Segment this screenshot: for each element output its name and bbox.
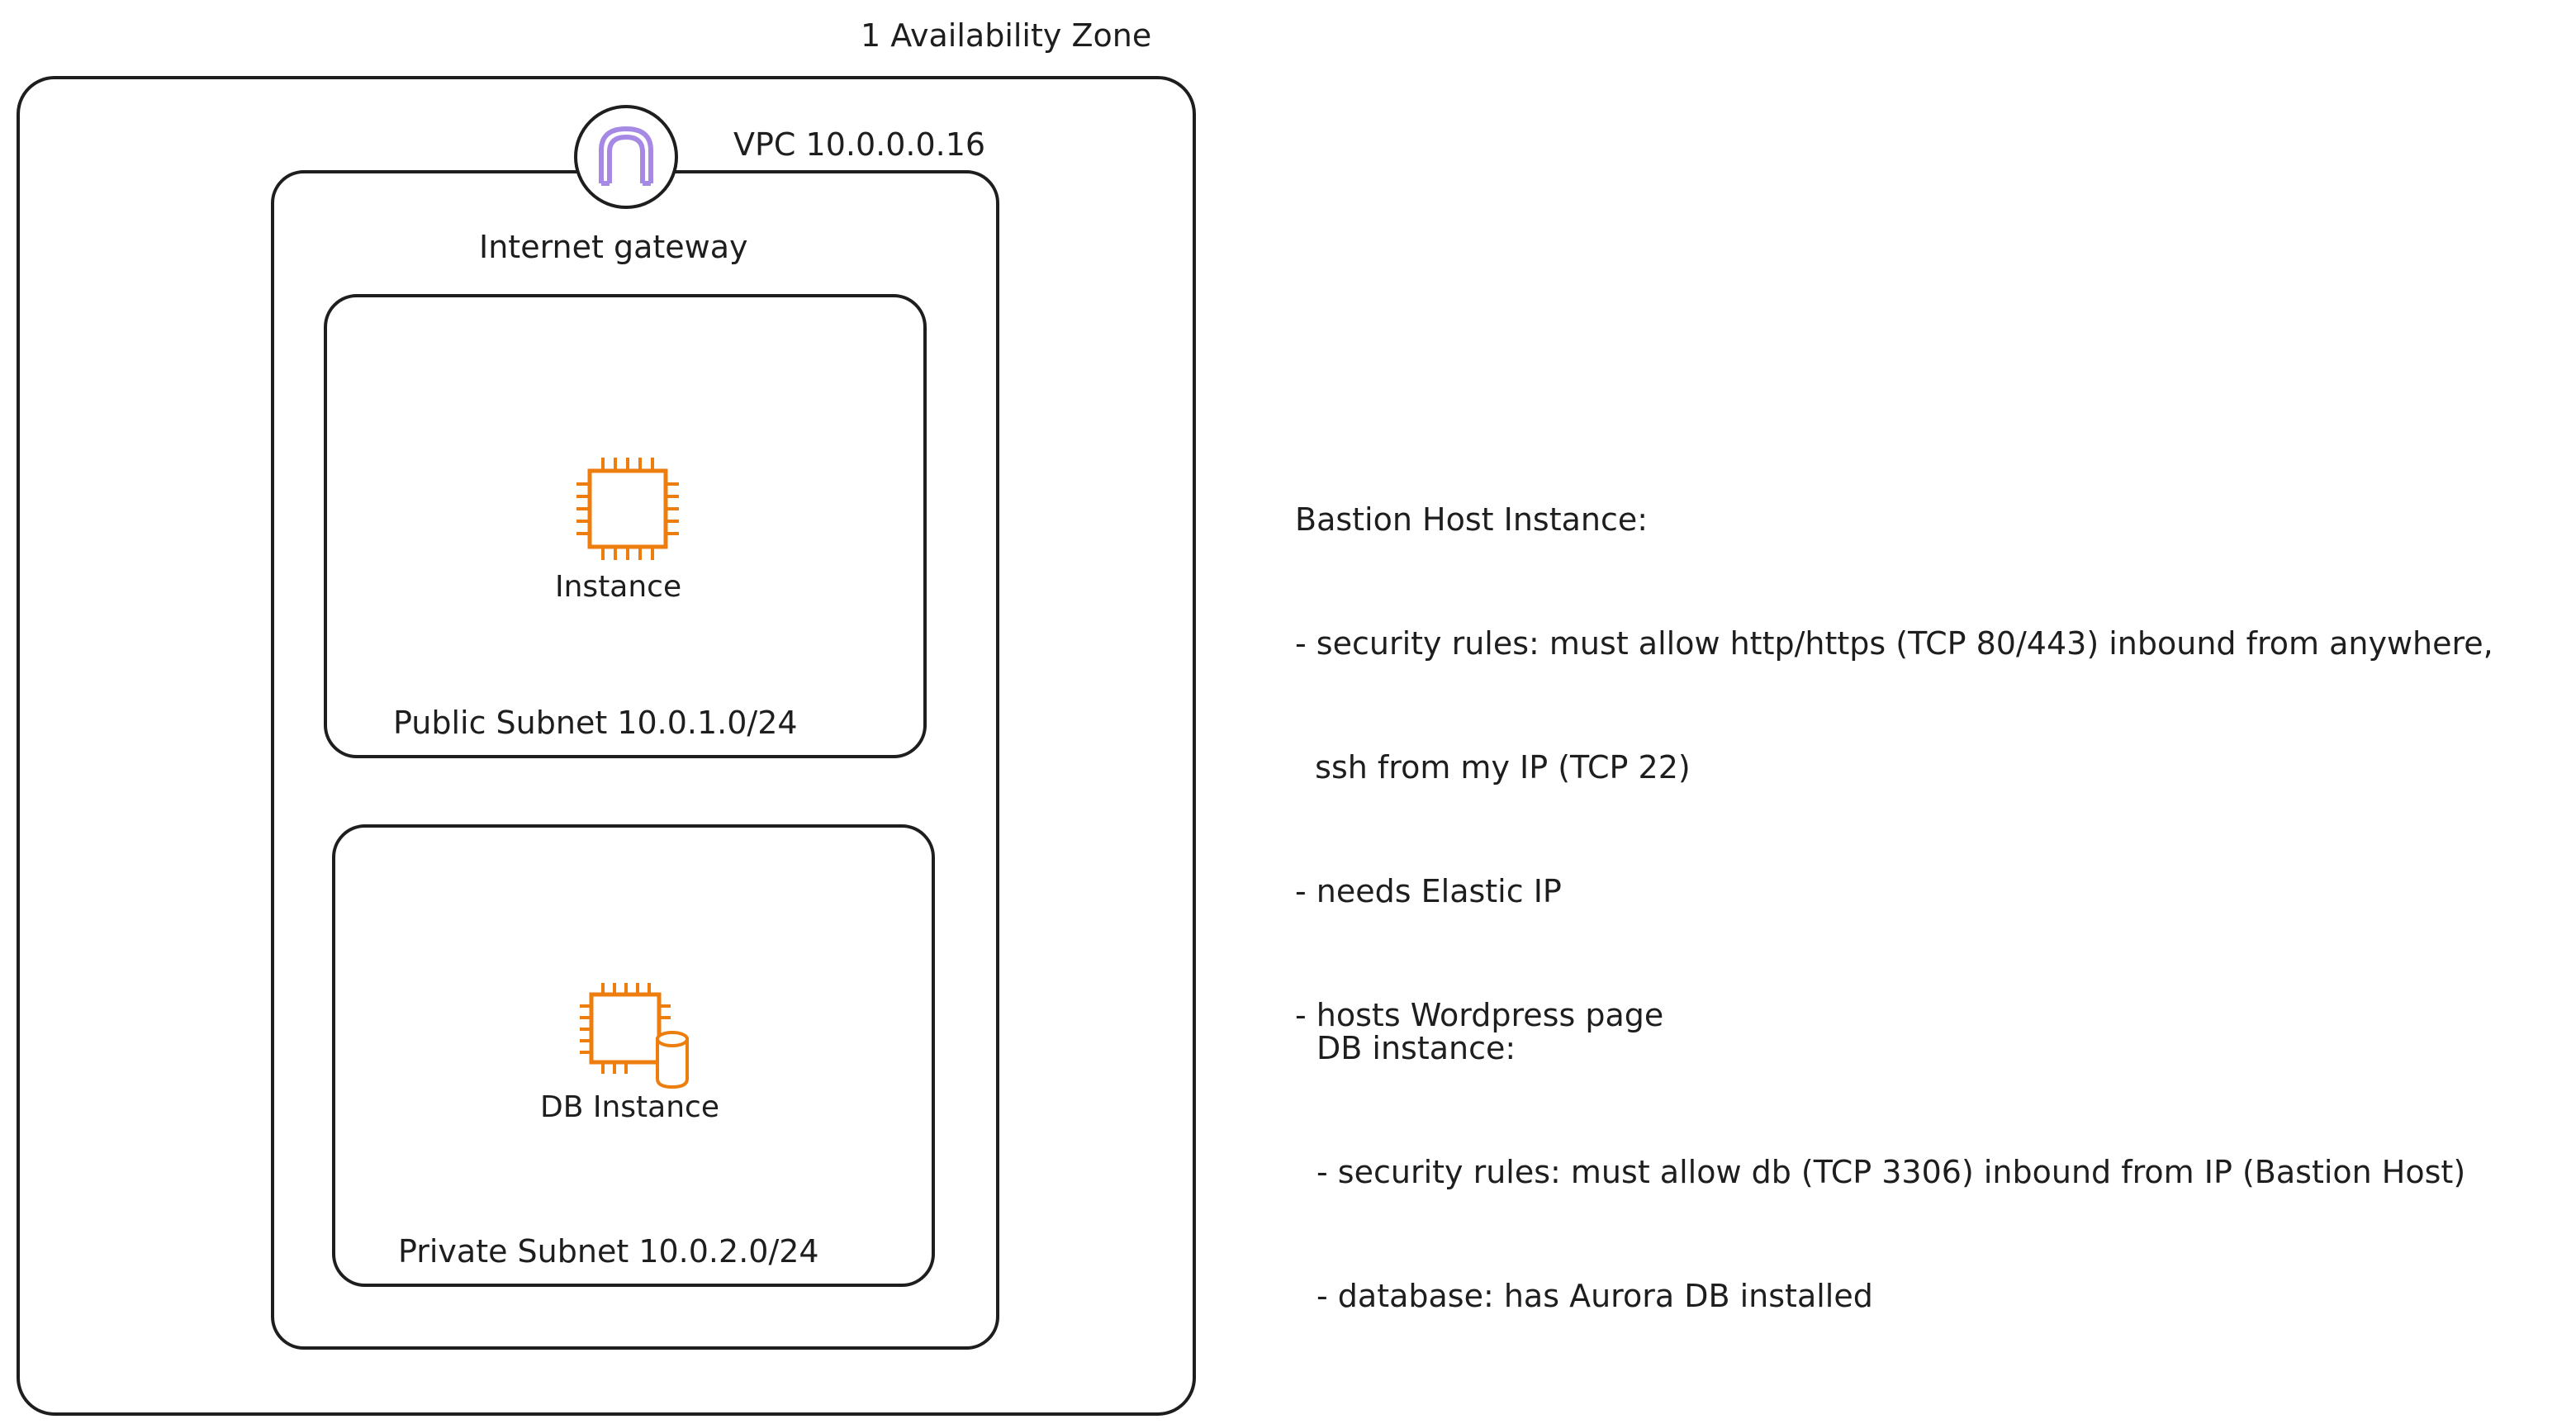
- availability-zone-box: [17, 76, 1196, 1416]
- db-instance-icon: [580, 983, 689, 1089]
- db-note-line: - security rules: must allow db (TCP 330…: [1316, 1154, 2466, 1190]
- ec2-instance-icon: [576, 458, 679, 560]
- instance-label: Instance: [555, 570, 682, 604]
- internet-gateway-icon: [574, 105, 678, 209]
- bastion-note-line: - security rules: must allow http/https …: [1295, 625, 2493, 662]
- bastion-note-title: Bastion Host Instance:: [1295, 501, 1649, 538]
- bastion-note-line: - hosts Wordpress page: [1295, 997, 1664, 1033]
- public-subnet-label: Public Subnet 10.0.1.0/24: [393, 705, 798, 741]
- bastion-note-line: ssh from my IP (TCP 22): [1295, 749, 1691, 786]
- availability-zone-title: 1 Availability Zone: [861, 17, 1152, 54]
- internet-gateway-label: Internet gateway: [479, 229, 748, 265]
- db-instance-label: DB Instance: [540, 1090, 719, 1124]
- bastion-host-note: Bastion Host Instance: - security rules:…: [1295, 416, 2493, 1077]
- bastion-note-line: - needs Elastic IP: [1295, 873, 1562, 909]
- public-subnet-box: [324, 294, 927, 758]
- vpc-title: VPC 10.0.0.0.16: [733, 126, 986, 163]
- db-instance-note: DB instance: - security rules: must allo…: [1316, 945, 2465, 1358]
- db-note-line: - database: has Aurora DB installed: [1316, 1278, 1873, 1314]
- db-note-title: DB instance:: [1316, 1030, 1516, 1066]
- private-subnet-label: Private Subnet 10.0.2.0/24: [398, 1233, 819, 1270]
- private-subnet-box: [332, 824, 935, 1287]
